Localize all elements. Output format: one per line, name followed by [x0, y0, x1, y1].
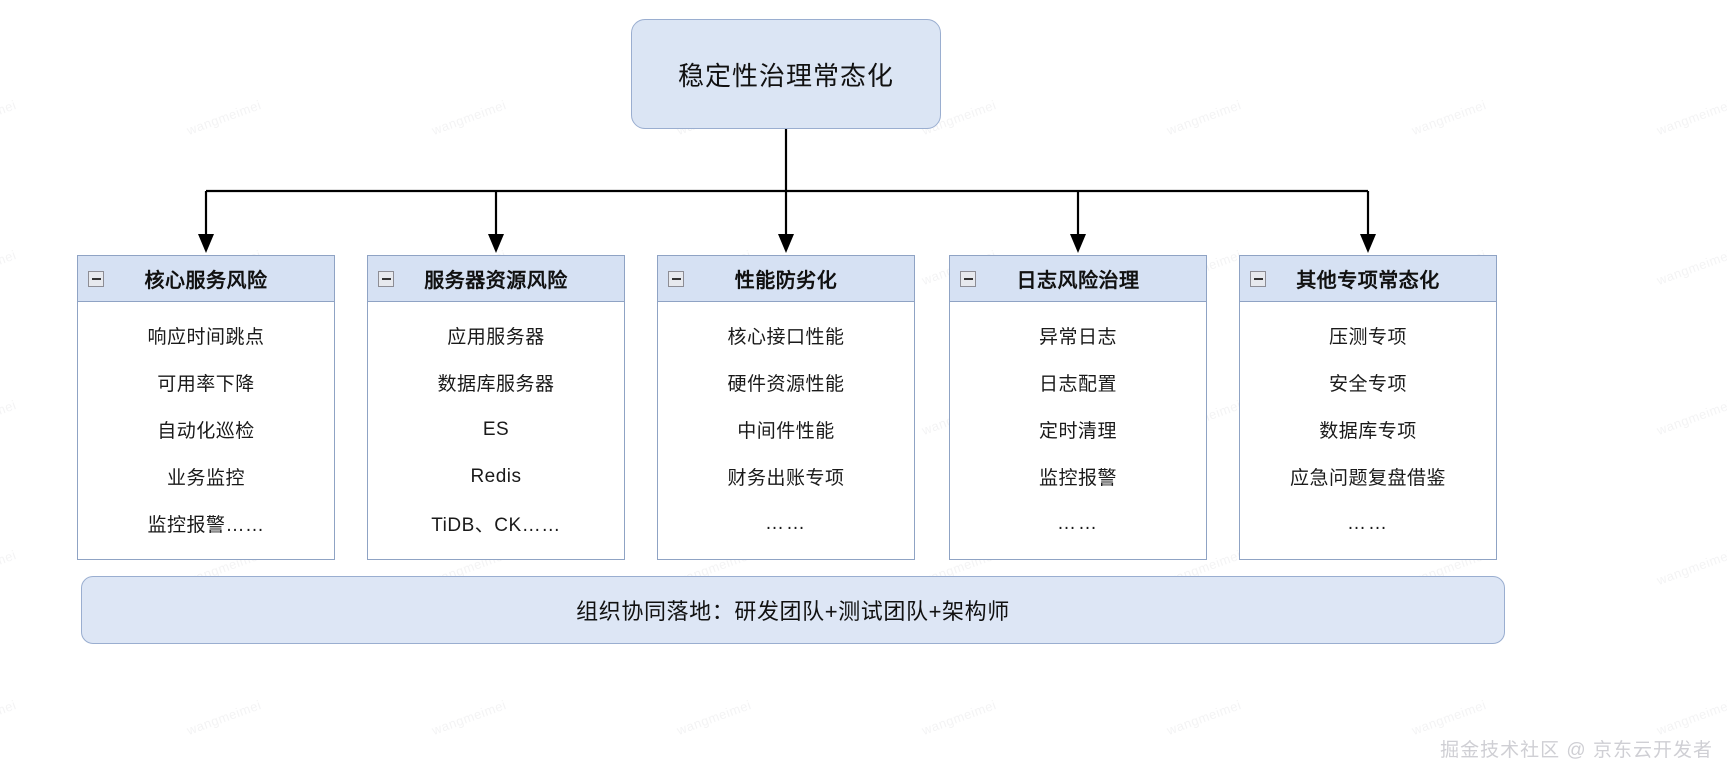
root-node[interactable]: 稳定性治理常态化 [631, 19, 941, 129]
list-item[interactable]: …… [765, 512, 807, 534]
list-item[interactable]: TiDB、CK…… [431, 515, 561, 536]
list-item[interactable]: 核心接口性能 [727, 327, 845, 348]
list-item[interactable]: 可用率下降 [157, 374, 255, 395]
category-column-core-service-risk[interactable]: 核心服务风险 响应时间跳点 可用率下降 自动化巡检 业务监控 监控报警…… [77, 255, 335, 560]
list-item[interactable]: 数据库专项 [1319, 421, 1417, 442]
list-item[interactable]: 安全专项 [1328, 374, 1407, 395]
minus-box-icon[interactable] [960, 270, 976, 287]
list-item[interactable]: 中间件性能 [737, 421, 835, 442]
list-item[interactable]: 应用服务器 [447, 327, 545, 348]
column-header-label: 核心服务风险 [144, 270, 268, 292]
list-item[interactable]: 监控报警…… [147, 515, 265, 536]
list-item[interactable]: 硬件资源性能 [727, 374, 845, 395]
column-header-label: 日志风险治理 [1016, 270, 1140, 292]
list-item[interactable]: 监控报警 [1038, 468, 1117, 489]
list-item[interactable]: 数据库服务器 [437, 374, 555, 395]
list-item[interactable]: …… [1347, 512, 1389, 534]
bottom-banner[interactable]: 组织协同落地：研发团队+测试团队+架构师 [81, 576, 1505, 644]
list-item[interactable]: 日志配置 [1038, 374, 1117, 395]
category-column-other-initiatives[interactable]: 其他专项常态化 压测专项 安全专项 数据库专项 应急问题复盘借鉴 …… [1239, 255, 1497, 560]
list-item[interactable]: 应急问题复盘借鉴 [1289, 468, 1446, 489]
column-header-label: 其他专项常态化 [1296, 270, 1440, 292]
column-header[interactable]: 服务器资源风险 [368, 256, 624, 302]
column-body: 异常日志 日志配置 定时清理 监控报警 …… [950, 302, 1206, 559]
category-column-server-resource-risk[interactable]: 服务器资源风险 应用服务器 数据库服务器 ES Redis TiDB、CK…… [367, 255, 625, 560]
list-item[interactable]: Redis [470, 465, 522, 487]
column-body: 响应时间跳点 可用率下降 自动化巡检 业务监控 监控报警…… [78, 302, 334, 559]
column-header-label: 服务器资源风险 [424, 270, 568, 292]
list-item[interactable]: 财务出账专项 [727, 468, 845, 489]
list-item[interactable]: 响应时间跳点 [147, 327, 265, 348]
column-body: 压测专项 安全专项 数据库专项 应急问题复盘借鉴 …… [1240, 302, 1496, 559]
footer-credit: 掘金技术社区 @ 京东云开发者 [1440, 740, 1713, 761]
list-item[interactable]: 业务监控 [166, 468, 245, 489]
column-header[interactable]: 性能防劣化 [658, 256, 914, 302]
column-header[interactable]: 其他专项常态化 [1240, 256, 1496, 302]
category-column-performance-degradation[interactable]: 性能防劣化 核心接口性能 硬件资源性能 中间件性能 财务出账专项 …… [657, 255, 915, 560]
column-header-label: 性能防劣化 [734, 270, 838, 292]
column-header[interactable]: 日志风险治理 [950, 256, 1206, 302]
column-header[interactable]: 核心服务风险 [78, 256, 334, 302]
category-column-log-risk-governance[interactable]: 日志风险治理 异常日志 日志配置 定时清理 监控报警 …… [949, 255, 1207, 560]
list-item[interactable]: 异常日志 [1038, 327, 1117, 348]
minus-box-icon[interactable] [88, 270, 104, 287]
bottom-banner-label: 组织协同落地：研发团队+测试团队+架构师 [576, 599, 1010, 624]
minus-box-icon[interactable] [378, 270, 394, 287]
list-item[interactable]: 自动化巡检 [157, 421, 255, 442]
list-item[interactable]: 定时清理 [1038, 421, 1117, 442]
column-body: 应用服务器 数据库服务器 ES Redis TiDB、CK…… [368, 302, 624, 559]
list-item[interactable]: 压测专项 [1328, 327, 1407, 348]
list-item[interactable]: …… [1057, 512, 1099, 534]
list-item[interactable]: ES [482, 418, 510, 440]
root-node-label: 稳定性治理常态化 [677, 60, 894, 91]
minus-box-icon[interactable] [668, 270, 684, 287]
column-body: 核心接口性能 硬件资源性能 中间件性能 财务出账专项 …… [658, 302, 914, 559]
minus-box-icon[interactable] [1250, 270, 1266, 287]
